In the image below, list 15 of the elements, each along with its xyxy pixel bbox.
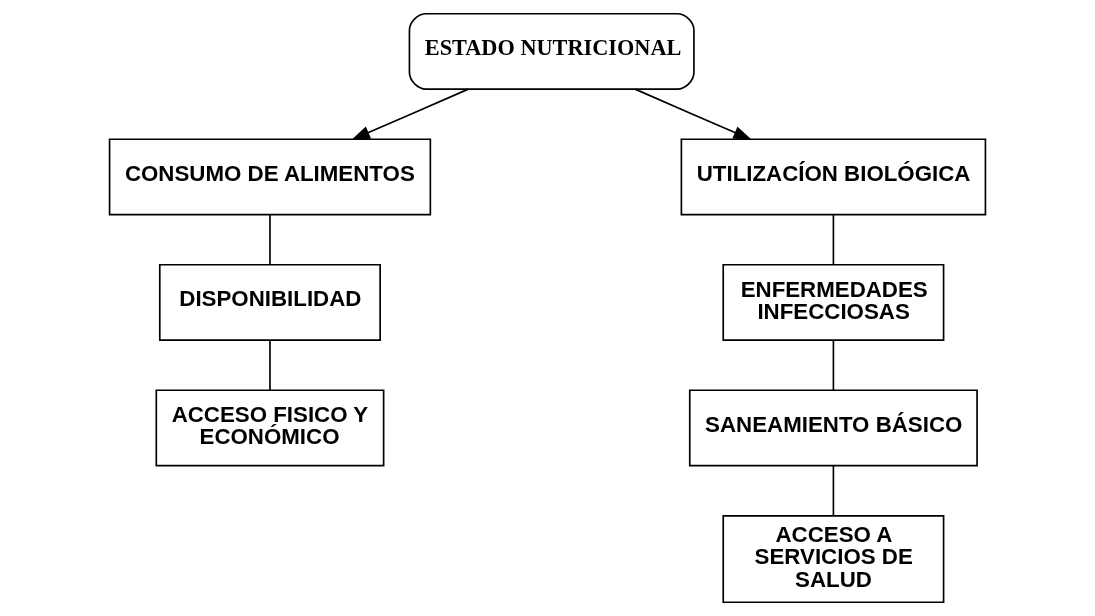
connector [832,214,835,266]
node-box: DISPONIBILIDAD [158,263,381,341]
node-box: ENFERMEDADES INFECCIOSAS [722,263,945,341]
node-box: CONSUMO DE ALIMENTOS [108,138,432,216]
node-box: ACCESO A SERVICIOS DE SALUD [722,514,945,604]
node-box: SANEAMIENTO BÁSICO [688,389,978,467]
arrow [634,88,753,141]
connector [269,214,271,266]
node-box: ESTADO NUTRICIONAL [408,12,695,90]
connector [832,464,835,517]
node-box: ACCESO FISICO Y ECONÓMICO [155,389,385,467]
node-box: UTILIZACÍON BIOLÓGICA [680,138,987,216]
arrow [351,88,470,141]
connector [269,339,271,391]
connector [832,339,835,391]
